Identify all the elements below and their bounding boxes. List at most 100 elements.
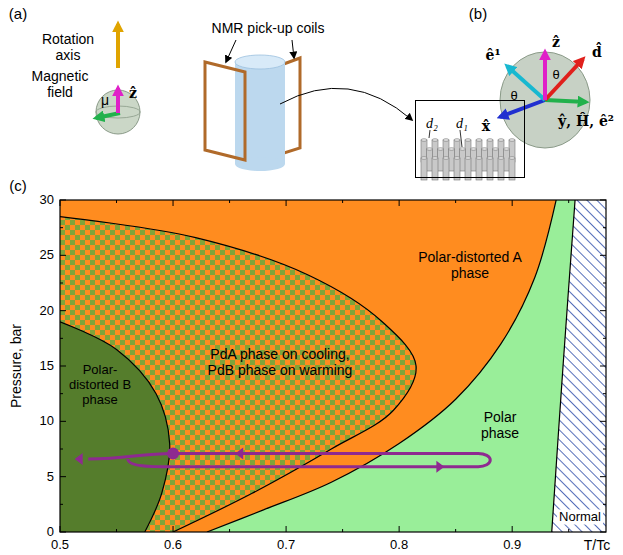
annotation-label: PdA phase on cooling, PdB phase on warmi… bbox=[198, 346, 363, 378]
tick-label: 0.6 bbox=[164, 538, 182, 553]
z-arrow bbox=[543, 52, 547, 100]
nmr-coils bbox=[205, 40, 412, 171]
pillar-body bbox=[438, 149, 444, 171]
vector-symbol: ẑ bbox=[129, 85, 137, 101]
nafen-pillars bbox=[421, 130, 515, 180]
tick-label: 0.5 bbox=[51, 538, 69, 553]
pillar-body bbox=[509, 140, 515, 162]
pillar-body bbox=[471, 149, 477, 171]
phase-boundary bbox=[552, 200, 576, 532]
path-arrowhead bbox=[235, 447, 243, 459]
tick-label: 0.7 bbox=[277, 538, 295, 553]
pillar-top bbox=[432, 157, 438, 160]
pillar-body bbox=[432, 158, 438, 180]
spacing-label: d₁ bbox=[456, 117, 468, 131]
path-line bbox=[128, 453, 490, 466]
pillar-top bbox=[449, 148, 455, 151]
annotation-label: θ bbox=[552, 68, 559, 83]
cell-top bbox=[235, 55, 285, 69]
moment-arrow bbox=[116, 88, 120, 113]
pillar-body bbox=[487, 140, 493, 162]
pillar bbox=[454, 157, 460, 180]
annotation-label: θ bbox=[510, 89, 517, 104]
pillar bbox=[487, 157, 493, 180]
phase-regions bbox=[60, 200, 606, 532]
axis-ticks bbox=[60, 200, 606, 532]
annotation-label: Rotation axis bbox=[35, 31, 101, 63]
start-dot bbox=[167, 447, 179, 459]
leader-line bbox=[226, 40, 236, 62]
rotation-arrow bbox=[116, 24, 120, 68]
pillar-top bbox=[465, 157, 471, 160]
pillar bbox=[432, 157, 438, 180]
pillar-body bbox=[432, 140, 438, 162]
hysteresis-region bbox=[60, 217, 416, 532]
pillar bbox=[421, 157, 427, 180]
pillar bbox=[449, 148, 455, 171]
annotation-label: (c) bbox=[9, 177, 27, 194]
normal-region bbox=[552, 200, 606, 532]
pillar-body bbox=[476, 158, 482, 180]
pillar-body bbox=[465, 140, 471, 162]
pillar-top bbox=[471, 148, 477, 151]
pillar-top bbox=[509, 139, 515, 142]
pillar-top bbox=[427, 148, 433, 151]
coil-front bbox=[205, 62, 245, 160]
pillar-top bbox=[509, 157, 515, 160]
annotation-label: (a) bbox=[9, 5, 27, 22]
pillar bbox=[471, 148, 477, 171]
pillar bbox=[487, 139, 493, 162]
pillar-body bbox=[454, 158, 460, 180]
pillar bbox=[493, 148, 499, 171]
pillar-top bbox=[443, 139, 449, 142]
phase-diagram bbox=[49, 189, 623, 543]
pillar bbox=[443, 157, 449, 180]
pillar-top bbox=[493, 148, 499, 151]
pillar-body bbox=[509, 158, 515, 180]
vector-symbol: d̂ bbox=[592, 44, 602, 60]
leader-line bbox=[429, 130, 430, 138]
pillar bbox=[476, 157, 482, 180]
pillar-body bbox=[504, 149, 510, 171]
pillar-top bbox=[498, 157, 504, 160]
pillar-body bbox=[498, 158, 504, 180]
vector-symbol: x̂ bbox=[482, 118, 490, 134]
tick-label: 5 bbox=[47, 469, 54, 484]
pillar-top bbox=[421, 157, 427, 160]
y-arrow bbox=[545, 100, 586, 102]
leader-line bbox=[460, 130, 462, 147]
zoom-arrow bbox=[280, 88, 412, 120]
pillar-top bbox=[498, 139, 504, 142]
tick-label: 25 bbox=[40, 248, 54, 263]
phase-boundary bbox=[60, 322, 170, 532]
pillar bbox=[432, 139, 438, 162]
pillar-body bbox=[443, 158, 449, 180]
annotation-label: T/Tc bbox=[584, 537, 610, 553]
x-arrow bbox=[500, 100, 545, 117]
pillar bbox=[421, 139, 427, 162]
pillar-body bbox=[460, 149, 466, 171]
pillar bbox=[454, 139, 460, 162]
pillar bbox=[509, 139, 515, 162]
pillar-top bbox=[482, 148, 488, 151]
tick-label: 10 bbox=[40, 414, 54, 429]
pillar-body bbox=[449, 149, 455, 171]
pillar-top bbox=[487, 157, 493, 160]
tick-label: 20 bbox=[40, 303, 54, 318]
pillar-body bbox=[498, 140, 504, 162]
pillar bbox=[460, 148, 466, 171]
pillar bbox=[443, 139, 449, 162]
pillar-body bbox=[465, 158, 471, 180]
annotation-label: NMR pick-up coils bbox=[212, 20, 325, 36]
pillar-body bbox=[427, 149, 433, 171]
annotation-label: Magnetic field bbox=[25, 68, 95, 100]
pillar bbox=[498, 157, 504, 180]
annotation-label: Pressure, bar bbox=[8, 324, 24, 408]
tick-label: 0.8 bbox=[390, 538, 408, 553]
pillar-top bbox=[438, 148, 444, 151]
pillar-top bbox=[476, 157, 482, 160]
vector-symbol: ŷ, Ĥ, ê² bbox=[558, 113, 614, 129]
pillar-top bbox=[443, 157, 449, 160]
pillar-body bbox=[482, 149, 488, 171]
